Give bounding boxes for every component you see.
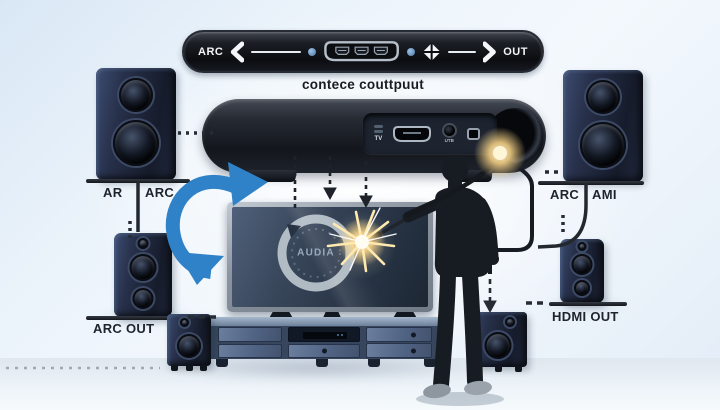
label-front-left-a: AR: [103, 185, 123, 200]
tv-screen: AUDIA: [232, 207, 428, 307]
cabinet-drawer: [366, 343, 432, 358]
shelf-front-left: [86, 179, 190, 183]
soundbar-foot: [244, 170, 298, 182]
audio-jack-icon: [441, 123, 457, 138]
hdmi-arc-banner: ARC OUT: [182, 30, 544, 73]
subwoofer-right: [469, 312, 527, 372]
cable-dot-icon: [307, 47, 316, 56]
cabinet-foot: [424, 359, 436, 367]
tweeter-icon: [119, 78, 153, 112]
indicator-pill-icon: [373, 124, 383, 128]
port-icon: [505, 317, 515, 327]
speaker-rear-left: [114, 233, 172, 317]
woofer-icon: [113, 120, 159, 166]
chevron-right-icon: [482, 41, 496, 62]
mid-driver-icon: [571, 254, 593, 275]
subwoofer-arrow: [483, 279, 497, 314]
tv-port-label-group: TV: [372, 124, 385, 143]
shelf-rear-right: [549, 302, 627, 306]
banner-arc-label: ARC: [198, 45, 224, 58]
soundbar: TV UTB: [202, 99, 546, 182]
tv-foot-left: [268, 312, 294, 320]
label-front-right-b: AMI: [592, 187, 617, 202]
woofer-icon: [574, 280, 590, 296]
media-device: [303, 332, 347, 339]
mid-driver-icon: [129, 254, 157, 281]
cabinet-foot: [316, 359, 328, 367]
label-front-right-a: ARC: [550, 187, 580, 202]
connector-line-left: [251, 50, 301, 53]
tv-foot-right: [392, 312, 418, 320]
cabinet-drawer: [366, 327, 432, 342]
connector-line-right: [448, 50, 476, 53]
speaker-front-left: [96, 68, 176, 180]
floor: [0, 358, 720, 410]
cable-dot-icon: [406, 47, 415, 56]
jack-label: UTB: [444, 138, 454, 144]
tweeter-icon: [577, 242, 587, 251]
woofer-icon: [132, 288, 154, 309]
cabinet-body: [210, 326, 440, 359]
label-front-left-b: ARC: [145, 185, 175, 200]
indicator-pill-icon: [373, 129, 383, 133]
port-icon: [180, 318, 189, 327]
cabinet-drawer: [288, 344, 360, 358]
cabinet-top: [204, 317, 446, 326]
tweeter-icon: [586, 80, 620, 114]
tweeter-icon: [137, 238, 149, 249]
audio-jack-group: UTB: [439, 123, 460, 144]
chevron-left-icon: [231, 41, 244, 62]
cabinet-drawer: [218, 344, 282, 358]
cabinet-drawer: [218, 327, 282, 342]
cabinet-foot: [368, 359, 380, 367]
subwoofer-left: [167, 314, 211, 371]
tv-screen-text: AUDIA: [297, 247, 335, 259]
woofer-icon: [484, 332, 512, 359]
tv-cabinet: [204, 317, 446, 367]
soundbar-port-panel: TV UTB: [363, 113, 497, 154]
shelf-rear-left: [86, 316, 184, 320]
woofer-icon: [580, 122, 626, 168]
usb-port-icon: [467, 127, 481, 140]
shelf-front-right: [538, 181, 644, 185]
caption-text: contece couttpuut: [301, 77, 425, 92]
hdmi-port-icon: [392, 125, 431, 142]
hdmi-port-icon: [324, 40, 399, 61]
banner-out-label: OUT: [503, 45, 528, 58]
soundbar-tv-label: TV: [374, 134, 383, 142]
speaker-rear-right: [560, 239, 604, 303]
tv-foot-center: [322, 312, 342, 320]
soundbar-cable: [488, 158, 534, 274]
cabinet-foot: [216, 359, 228, 367]
speaker-front-right: [563, 70, 643, 182]
woofer-icon: [177, 334, 201, 358]
soundbar-foot: [449, 170, 493, 182]
tv: AUDIA: [227, 202, 433, 312]
cabinet-shelf: [288, 327, 360, 342]
label-rear-left: ARC OUT: [93, 321, 155, 336]
label-rear-right: HDMI OUT: [552, 309, 619, 324]
nav-diamond-icon: [422, 42, 441, 61]
